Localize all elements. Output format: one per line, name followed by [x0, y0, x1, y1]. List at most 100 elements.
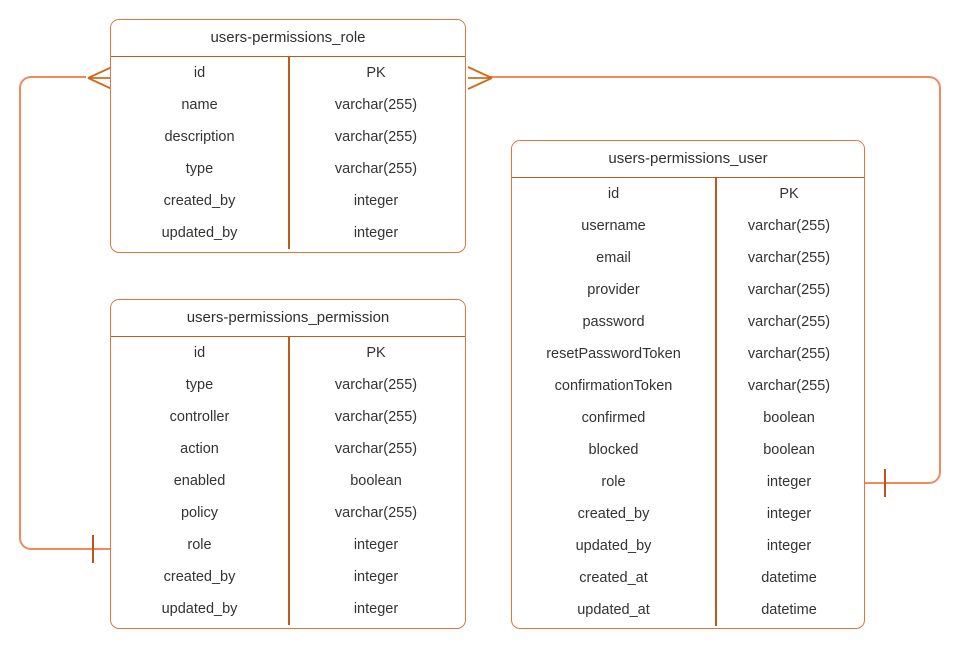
column-name: name [181, 97, 218, 113]
connector-user-role-vertical [939, 88, 941, 472]
table-row[interactable]: updated_by integer [111, 593, 465, 625]
column-type: PK [366, 65, 386, 81]
table-row[interactable]: updated_by integer [111, 217, 465, 249]
column-type: varchar(255) [747, 282, 831, 298]
connector-user-role-corner-top [927, 76, 941, 90]
table-row[interactable]: id PK [111, 337, 465, 369]
table-row[interactable]: password varchar(255) [512, 306, 864, 338]
table-row[interactable]: id PK [111, 57, 465, 89]
cardinality-many-role-right [467, 66, 493, 90]
column-name: policy [180, 505, 219, 521]
column-type: varchar(255) [747, 378, 831, 394]
column-type: varchar(255) [747, 218, 831, 234]
column-type: varchar(255) [747, 250, 831, 266]
connector-user-role-top [490, 76, 929, 78]
column-name: id [607, 186, 620, 202]
table-row[interactable]: action varchar(255) [111, 433, 465, 465]
cardinality-one-user-role [884, 469, 886, 497]
column-divider [288, 337, 290, 625]
column-type: varchar(255) [334, 129, 418, 145]
table-row[interactable]: policy varchar(255) [111, 497, 465, 529]
column-type: integer [766, 538, 812, 554]
entity-table-title: users-permissions_role [111, 20, 465, 57]
column-name: updated_at [577, 602, 650, 618]
column-type: integer [353, 193, 399, 209]
table-row[interactable]: role integer [111, 529, 465, 561]
table-row[interactable]: description varchar(255) [111, 121, 465, 153]
column-name: confirmationToken [554, 378, 673, 394]
table-row[interactable]: created_at datetime [512, 562, 864, 594]
table-row[interactable]: created_by integer [111, 561, 465, 593]
column-divider [715, 178, 717, 626]
table-row[interactable]: name varchar(255) [111, 89, 465, 121]
column-type: integer [353, 569, 399, 585]
column-name: action [180, 441, 219, 457]
connector-permission-role-corner-bottom [19, 536, 33, 550]
column-name: resetPasswordToken [546, 346, 681, 362]
table-row[interactable]: created_by integer [111, 185, 465, 217]
column-type: integer [353, 225, 399, 241]
table-row[interactable]: enabled boolean [111, 465, 465, 497]
column-name: id [193, 345, 206, 361]
entity-table-title: users-permissions_user [512, 141, 864, 178]
column-type: boolean [763, 442, 815, 458]
column-type: varchar(255) [334, 97, 418, 113]
column-name: updated_by [575, 538, 652, 554]
column-name: controller [169, 409, 230, 425]
column-name: role [187, 537, 212, 553]
connector-permission-role-corner-top [19, 76, 33, 90]
column-name: type [185, 161, 214, 177]
column-type: varchar(255) [334, 409, 418, 425]
column-name: confirmed [581, 410, 646, 426]
table-row[interactable]: confirmed boolean [512, 402, 864, 434]
column-name: id [193, 65, 206, 81]
column-name: enabled [173, 473, 226, 489]
column-type: boolean [763, 410, 815, 426]
column-name: password [582, 314, 645, 330]
connector-user-role-bottom [864, 482, 929, 484]
column-name: updated_by [161, 601, 238, 617]
column-type: varchar(255) [334, 505, 418, 521]
column-type: datetime [761, 602, 817, 618]
column-type: boolean [350, 473, 402, 489]
connector-user-role-corner-bottom [927, 470, 941, 484]
column-type: PK [366, 345, 386, 361]
column-type: varchar(255) [747, 314, 831, 330]
column-type: datetime [761, 570, 817, 586]
column-type: integer [353, 537, 399, 553]
column-name: updated_by [161, 225, 238, 241]
column-name: created_by [163, 193, 236, 209]
entity-table-title: users-permissions_permission [111, 300, 465, 337]
column-type: varchar(255) [334, 441, 418, 457]
column-name: created_by [163, 569, 236, 585]
connector-permission-role-vertical [19, 88, 21, 538]
column-name: created_at [579, 570, 648, 586]
column-name: provider [587, 282, 640, 298]
connector-permission-role-top [31, 76, 86, 78]
column-name: description [164, 129, 235, 145]
column-name: role [601, 474, 626, 490]
table-row[interactable]: controller varchar(255) [111, 401, 465, 433]
cardinality-one-permission-role [92, 535, 94, 563]
table-row[interactable]: updated_at datetime [512, 594, 864, 626]
table-row[interactable]: confirmationToken varchar(255) [512, 370, 864, 402]
column-divider [288, 57, 290, 249]
cardinality-many-role-left [87, 66, 113, 90]
table-row[interactable]: provider varchar(255) [512, 274, 864, 306]
column-type: integer [353, 601, 399, 617]
table-row[interactable]: updated_by integer [512, 530, 864, 562]
